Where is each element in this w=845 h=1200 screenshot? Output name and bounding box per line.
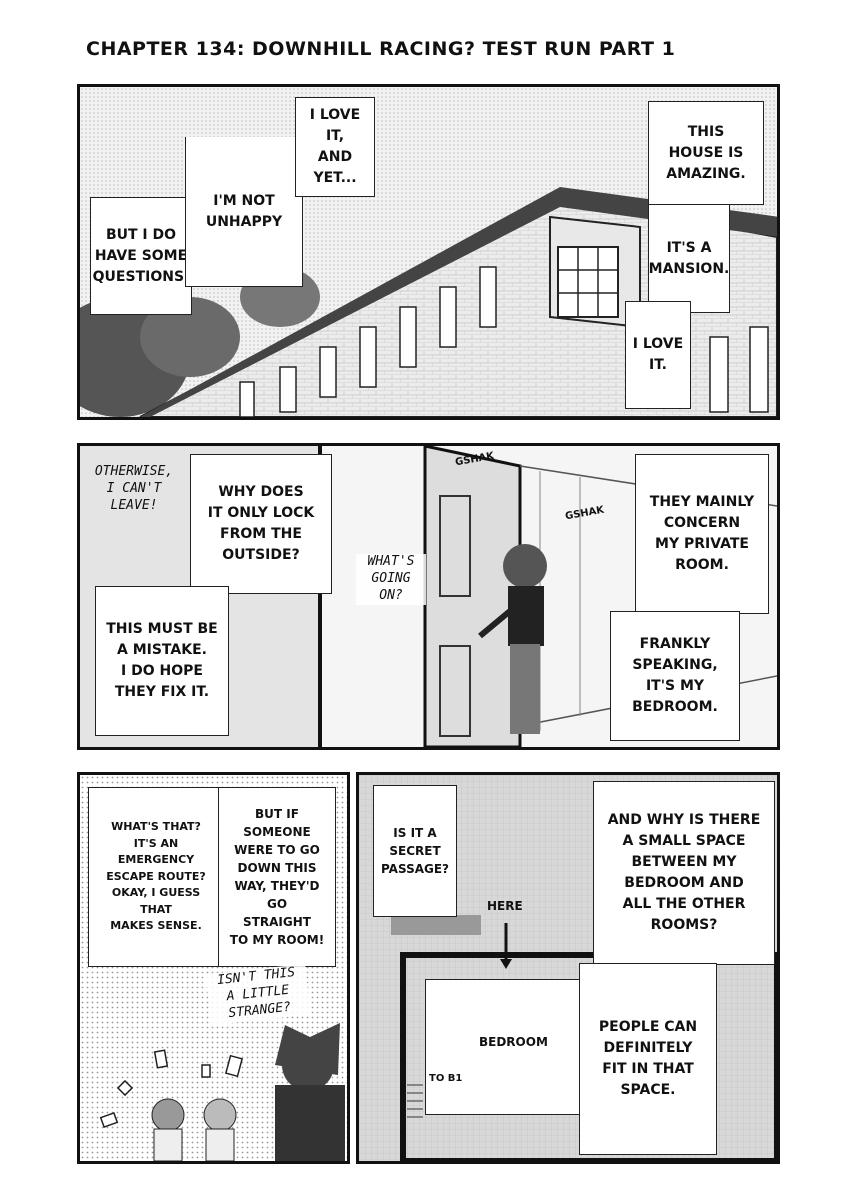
panel-floor-plan: IS IT A SECRET PASSAGE? HERE AND WHY IS … [356,772,780,1164]
bubble-why-lock-outside: WHY DOES IT ONLY LOCK FROM THE OUTSIDE? [190,454,332,594]
to-b1-box [425,1097,469,1115]
bubble-private-room: THEY MAINLY CONCERN MY PRIVATE ROOM. [635,454,769,614]
bubble-my-bedroom: FRANKLY SPEAKING, IT'S MY BEDROOM. [610,611,740,741]
bubble-emergency-escape: WHAT'S THAT? IT'S AN EMERGENCY ESCAPE RO… [88,787,224,967]
handwritten-cant-leave: OTHERWISE, I CAN'T LEAVE! [94,464,174,513]
bubble-secret-passage: IS IT A SECRET PASSAGE? [373,785,457,917]
bubble-questions: BUT I DO HAVE SOME QUESTIONS. [90,197,192,315]
bubble-love-it-and-yet: I LOVE IT, AND YET... [295,97,375,197]
handwritten-little-strange: ISN'T THIS A LITTLE STRANGE? [205,963,311,1025]
chapter-title: CHAPTER 134: DOWNHILL RACING? TEST RUN P… [86,38,676,60]
handwritten-whats-going-on: WHAT'S GOING ON? [356,554,426,605]
bubble-people-fit: PEOPLE CAN DEFINITELY FIT IN THAT SPACE. [579,963,717,1155]
bubble-i-love-it: I LOVE IT. [625,301,691,409]
bubble-must-be-mistake: THIS MUST BE A MISTAKE. I DO HOPE THEY F… [95,586,229,736]
panel-escape-route: WHAT'S THAT? IT'S AN EMERGENCY ESCAPE RO… [77,772,350,1164]
bubble-not-unhappy: I'M NOT UNHAPPY [185,137,303,287]
bubble-its-a-mansion: IT'S A MANSION. [648,205,730,313]
bubble-house-amazing: THIS HOUSE IS AMAZING. [648,101,764,205]
panel-mansion-exterior: BUT I DO HAVE SOME QUESTIONS. I'M NOT UN… [77,84,780,420]
bubble-small-space: AND WHY IS THERE A SMALL SPACE BETWEEN M… [593,781,775,965]
label-to-b1: TO B1 [429,1073,463,1084]
bubble-straight-to-my-room: BUT IF SOMEONE WERE TO GO DOWN THIS WAY,… [218,787,336,967]
label-here: HERE [487,899,523,913]
label-bedroom: BEDROOM [479,1035,548,1049]
panel-locked-door: OTHERWISE, I CAN'T LEAVE! WHY DOES IT ON… [77,443,780,750]
